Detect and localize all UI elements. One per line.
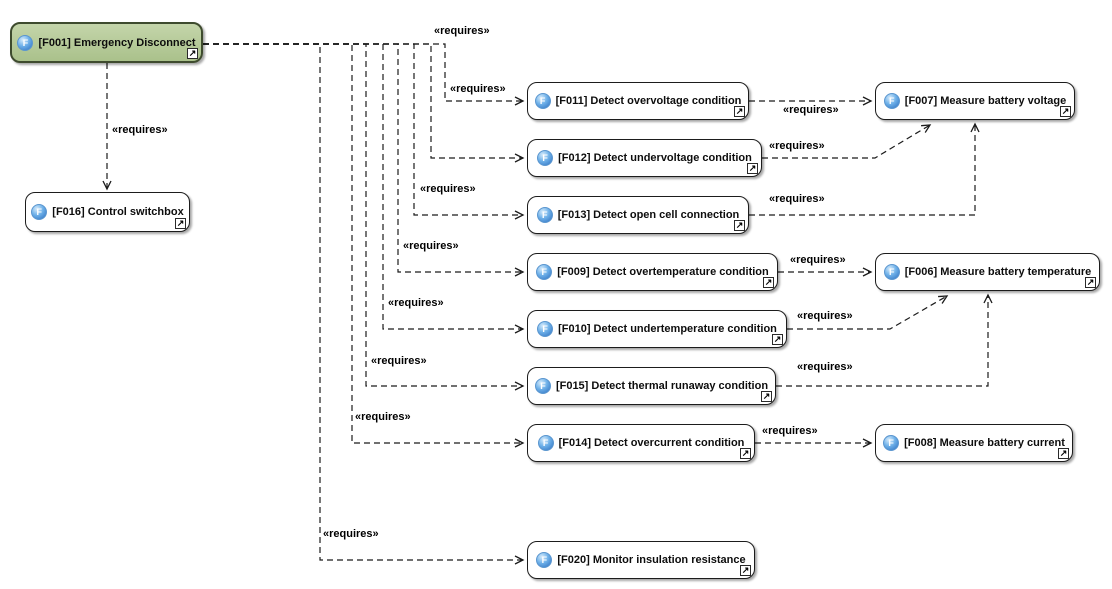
open-in-new-icon[interactable]: ↗ bbox=[763, 277, 774, 288]
function-node-F011[interactable]: F [F011] Detect overvoltage condition↗ bbox=[527, 82, 749, 120]
function-node-F009[interactable]: F [F009] Detect overtemperature condition… bbox=[527, 253, 778, 291]
open-in-new-icon[interactable]: ↗ bbox=[740, 565, 751, 576]
function-node-F012[interactable]: F [F012] Detect undervoltage condition↗ bbox=[527, 139, 762, 177]
stereotype-label-F013-F007: «requires» bbox=[769, 193, 825, 205]
stereotype-label-F015-F006: «requires» bbox=[797, 361, 853, 373]
dependency-edge-F013-F007[interactable] bbox=[749, 122, 980, 216]
function-icon: F bbox=[31, 204, 48, 220]
stereotype-label-F001-F014: «requires» bbox=[355, 411, 411, 423]
function-node-label: [F006] Measure battery temperature bbox=[904, 266, 1092, 278]
function-node-label: [F007] Measure battery voltage bbox=[904, 95, 1067, 107]
stereotype-label-F001-F011: «requires» bbox=[450, 83, 506, 95]
function-node-F015[interactable]: F [F015] Detect thermal runaway condition… bbox=[527, 367, 776, 405]
function-icon: F bbox=[536, 264, 553, 280]
stereotype-label-F001-F012: «requires» bbox=[434, 25, 490, 37]
function-icon: F bbox=[883, 435, 900, 451]
dependency-edge-F001-F009[interactable] bbox=[203, 43, 525, 277]
stereotype-label-F012-F007: «requires» bbox=[769, 140, 825, 152]
dependency-edge-F001-F020[interactable] bbox=[203, 43, 525, 565]
function-icon: F bbox=[537, 321, 554, 337]
dependency-edge-F012-F007[interactable] bbox=[762, 124, 932, 159]
stereotype-label-F010-F006: «requires» bbox=[797, 310, 853, 322]
stereotype-label-F009-F006: «requires» bbox=[790, 254, 846, 266]
open-in-new-icon[interactable]: ↗ bbox=[761, 391, 772, 402]
function-node-label: [F011] Detect overvoltage condition bbox=[555, 95, 742, 107]
function-icon: F bbox=[883, 264, 900, 280]
function-node-F001[interactable]: F [F001] Emergency Disconnect↗ bbox=[10, 22, 203, 63]
open-in-new-icon[interactable]: ↗ bbox=[772, 334, 783, 345]
stereotype-label-F001-F009: «requires» bbox=[403, 240, 459, 252]
stereotype-label-F001-F015: «requires» bbox=[371, 355, 427, 367]
function-node-F006[interactable]: F [F006] Measure battery temperature↗ bbox=[875, 253, 1100, 291]
function-icon: F bbox=[534, 93, 551, 109]
dependency-edge-F015-F006[interactable] bbox=[776, 293, 993, 387]
open-in-new-icon[interactable]: ↗ bbox=[175, 218, 186, 229]
stereotype-label-F001-F013: «requires» bbox=[420, 183, 476, 195]
open-in-new-icon[interactable]: ↗ bbox=[1085, 277, 1096, 288]
open-in-new-icon[interactable]: ↗ bbox=[187, 48, 198, 59]
function-node-F013[interactable]: F [F013] Detect open cell connection↗ bbox=[527, 196, 749, 234]
stereotype-label-F001-F020: «requires» bbox=[323, 528, 379, 540]
stereotype-label-F011-F007: «requires» bbox=[783, 104, 839, 116]
function-node-F007[interactable]: F [F007] Measure battery voltage↗ bbox=[875, 82, 1075, 120]
stereotype-label-F014-F008: «requires» bbox=[762, 425, 818, 437]
open-in-new-icon[interactable]: ↗ bbox=[734, 106, 745, 117]
function-icon: F bbox=[537, 435, 554, 451]
function-node-F016[interactable]: F [F016] Control switchbox↗ bbox=[25, 192, 190, 232]
function-node-F014[interactable]: F [F014] Detect overcurrent condition↗ bbox=[527, 424, 755, 462]
open-in-new-icon[interactable]: ↗ bbox=[747, 163, 758, 174]
open-in-new-icon[interactable]: ↗ bbox=[734, 220, 745, 231]
function-node-label: [F008] Measure battery current bbox=[904, 437, 1065, 449]
function-node-label: [F015] Detect thermal runaway condition bbox=[555, 380, 769, 392]
function-node-label: [F020] Monitor insulation resistance bbox=[557, 554, 746, 566]
open-in-new-icon[interactable]: ↗ bbox=[740, 448, 751, 459]
function-icon: F bbox=[537, 150, 554, 166]
stereotype-label-F001-F016: «requires» bbox=[112, 124, 168, 136]
dependency-edge-F010-F006[interactable] bbox=[787, 295, 949, 330]
open-in-new-icon[interactable]: ↗ bbox=[1058, 448, 1069, 459]
function-node-F010[interactable]: F [F010] Detect undertemperature conditio… bbox=[527, 310, 787, 348]
function-node-label: [F016] Control switchbox bbox=[52, 206, 184, 218]
stereotype-label-F001-F010: «requires» bbox=[388, 297, 444, 309]
function-icon: F bbox=[17, 34, 34, 51]
function-node-label: [F009] Detect overtemperature condition bbox=[557, 266, 769, 278]
function-icon: F bbox=[536, 207, 553, 223]
function-icon: F bbox=[534, 378, 551, 394]
function-icon: F bbox=[883, 93, 900, 109]
function-node-label: [F001] Emergency Disconnect bbox=[38, 36, 196, 49]
function-node-label: [F014] Detect overcurrent condition bbox=[558, 437, 745, 449]
function-node-F020[interactable]: F [F020] Monitor insulation resistance↗ bbox=[527, 541, 755, 579]
open-in-new-icon[interactable]: ↗ bbox=[1060, 106, 1071, 117]
function-node-F008[interactable]: F [F008] Measure battery current↗ bbox=[875, 424, 1073, 462]
dependency-edge-F001-F014[interactable] bbox=[203, 43, 525, 448]
function-node-label: [F010] Detect undertemperature condition bbox=[558, 323, 777, 335]
function-node-label: [F013] Detect open cell connection bbox=[557, 209, 740, 221]
function-icon: F bbox=[536, 552, 553, 568]
dependency-edge-F001-F012[interactable] bbox=[203, 43, 525, 163]
function-node-label: [F012] Detect undervoltage condition bbox=[558, 152, 752, 164]
